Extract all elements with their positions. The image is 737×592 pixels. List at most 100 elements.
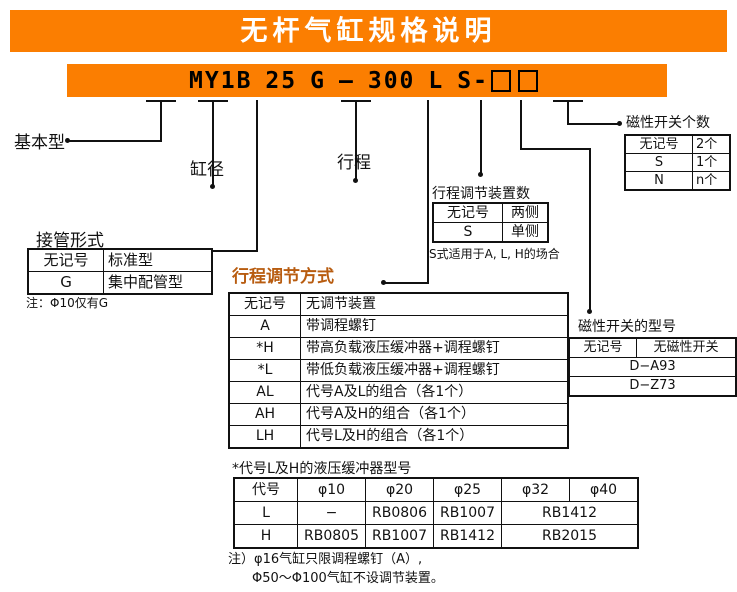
stroke-desc-3: 带低负载液压缓冲器+调程螺钉 (300, 359, 569, 382)
port-table-note: 注：Φ10仅有G (26, 296, 109, 310)
table-row: D−A93 (568, 357, 737, 377)
table-row: 无记号 2个 (624, 134, 731, 154)
table-row: AL 代号A及L的组合（各1个） (228, 381, 569, 404)
title-banner: 无杆气缸规格说明 (10, 10, 727, 52)
label-stroke-adjust-count: 行程调节装置数 (432, 186, 530, 202)
buffer-model-table: 代号 φ10 φ20 φ25 φ32 φ40 L − RB0806 RB1007… (233, 477, 639, 549)
label-bore: 缸径 (190, 160, 224, 180)
table-row: S 1个 (624, 153, 731, 172)
leader-adjcount-dot (478, 172, 483, 177)
buffer-row-1-cell-3: RB2015 (501, 524, 639, 549)
table-row: 无记号 标准型 (27, 248, 213, 272)
buffer-row-1-cell-1: RB1007 (365, 524, 434, 549)
swnum-desc-1: 1个 (692, 153, 731, 172)
table-row: *L 带低负载液压缓冲器+调程螺钉 (228, 359, 569, 382)
leader-bore-stem (212, 100, 214, 186)
stroke-desc-6: 代号L及H的组合（各1个） (300, 425, 569, 449)
stroke-code-3: *L (228, 359, 301, 382)
buffer-header-3: φ25 (433, 477, 502, 502)
port-desc-0: 标准型 (103, 248, 213, 272)
stroke-code-5: AH (228, 403, 301, 426)
buffer-row-0-cell-1: RB0806 (365, 501, 434, 525)
table-row: 无记号 两侧 (432, 202, 549, 223)
label-stroke-adjust-method: 行程调节方式 (232, 267, 334, 287)
port-code-0: 无记号 (27, 248, 104, 272)
port-type-table: 无记号 标准型 G 集中配管型 (27, 248, 213, 295)
table-row: LH 代号L及H的组合（各1个） (228, 425, 569, 449)
leader-adjmethod-stem (427, 100, 429, 284)
swmodel-code-1: D−A93 (568, 357, 737, 377)
stroke-desc-2: 带高负载液压缓冲器+调程螺钉 (300, 337, 569, 360)
code-empty-box-2 (517, 69, 538, 92)
buffer-header-4: φ32 (501, 477, 570, 502)
label-switch-count: 磁性开关个数 (626, 115, 710, 131)
leader-stroke-dot (353, 178, 358, 183)
label-stroke: 行程 (337, 153, 371, 173)
buffer-row-1-code: H (233, 524, 298, 549)
buffer-row-1-cell-0: RB0805 (297, 524, 366, 549)
buffer-row-1-cell-2: RB1412 (433, 524, 502, 549)
stroke-code-2: *H (228, 337, 301, 360)
buffer-note-line-2: Φ50～Φ100气缸不设调节装置。 (252, 571, 444, 586)
table-row: H RB0805 RB1007 RB1412 RB2015 (233, 524, 639, 549)
label-basic-type: 基本型 (14, 133, 65, 153)
table-row: G 集中配管型 (27, 271, 213, 295)
table-row: A 带调程螺钉 (228, 315, 569, 338)
code-segment-port: G (310, 67, 326, 94)
switch-count-table: 无记号 2个 S 1个 N n个 (624, 134, 731, 191)
swnum-desc-0: 2个 (692, 134, 731, 154)
stroke-desc-5: 代号A及H的组合（各1个） (300, 403, 569, 426)
stroke-desc-4: 代号A及L的组合（各1个） (300, 381, 569, 404)
leader-bore-dot (210, 184, 215, 189)
table-row: N n个 (624, 171, 731, 191)
code-segment-switch: S- (457, 67, 489, 94)
page-title: 无杆气缸规格说明 (240, 15, 497, 47)
leader-basic-type-arm (68, 140, 162, 142)
code-segment-stroke: 300 (367, 67, 416, 94)
table-row: 无记号 无调节装置 (228, 292, 569, 316)
buffer-header-0: 代号 (233, 477, 298, 502)
table-row: D−Z73 (568, 376, 737, 397)
leader-adjmethod-dot (381, 280, 386, 285)
swnum-code-0: 无记号 (624, 134, 693, 154)
stroke-code-4: AL (228, 381, 301, 404)
buffer-table-caption: *代号L及H的液压缓冲器型号 (232, 461, 412, 477)
model-code-row: MY1B 25 G – 300 L S- (189, 68, 545, 94)
table-row: *H 带高负载液压缓冲器+调程螺钉 (228, 337, 569, 360)
adjust-count-table: 无记号 两侧 S 单侧 (432, 202, 549, 243)
table-row: L − RB0806 RB1007 RB1412 (233, 501, 639, 525)
model-code-bar: MY1B 25 G – 300 L S- (67, 64, 667, 97)
switch-model-table: 无记号 无磁性开关 D−A93 D−Z73 (568, 337, 737, 397)
stroke-code-6: LH (228, 425, 301, 449)
buffer-row-0-code: L (233, 501, 298, 525)
leader-swcount-stem (567, 100, 569, 125)
table-row: AH 代号A及H的组合（各1个） (228, 403, 569, 426)
buffer-row-0-cell-2: RB1007 (433, 501, 502, 525)
leader-basic-type-dot (65, 138, 70, 143)
table-row: 代号 φ10 φ20 φ25 φ32 φ40 (233, 477, 639, 502)
swmodel-code-2: D−Z73 (568, 376, 737, 397)
port-code-1: G (27, 271, 104, 295)
leader-swmodel-arm (520, 148, 591, 150)
table-row: S 单侧 (432, 222, 549, 243)
adjnum-code-1: S (432, 222, 503, 243)
stroke-desc-1: 带调程螺钉 (300, 315, 569, 338)
swnum-code-2: N (624, 171, 693, 191)
adjnum-desc-0: 两侧 (502, 202, 549, 223)
label-port-type: 接管形式 (36, 231, 104, 251)
table-row: 无记号 无磁性开关 (568, 337, 737, 358)
buffer-note-line-1: 注）φ16气缸只限调程螺钉（A）, (228, 552, 423, 567)
code-segment-adjust: L (428, 67, 445, 94)
stroke-code-0: 无记号 (228, 292, 301, 316)
buffer-header-1: φ10 (297, 477, 366, 502)
leader-port-stem (256, 100, 258, 252)
stroke-code-1: A (228, 315, 301, 338)
leader-swmodel-dot (587, 309, 592, 314)
adjnum-desc-1: 单侧 (502, 222, 549, 243)
stroke-desc-0: 无调节装置 (300, 292, 569, 316)
buffer-header-5: φ40 (569, 477, 639, 502)
swmodel-code-0: 无记号 (568, 337, 637, 358)
leader-stroke-stem (355, 100, 357, 180)
leader-swcount-dot (617, 121, 622, 126)
